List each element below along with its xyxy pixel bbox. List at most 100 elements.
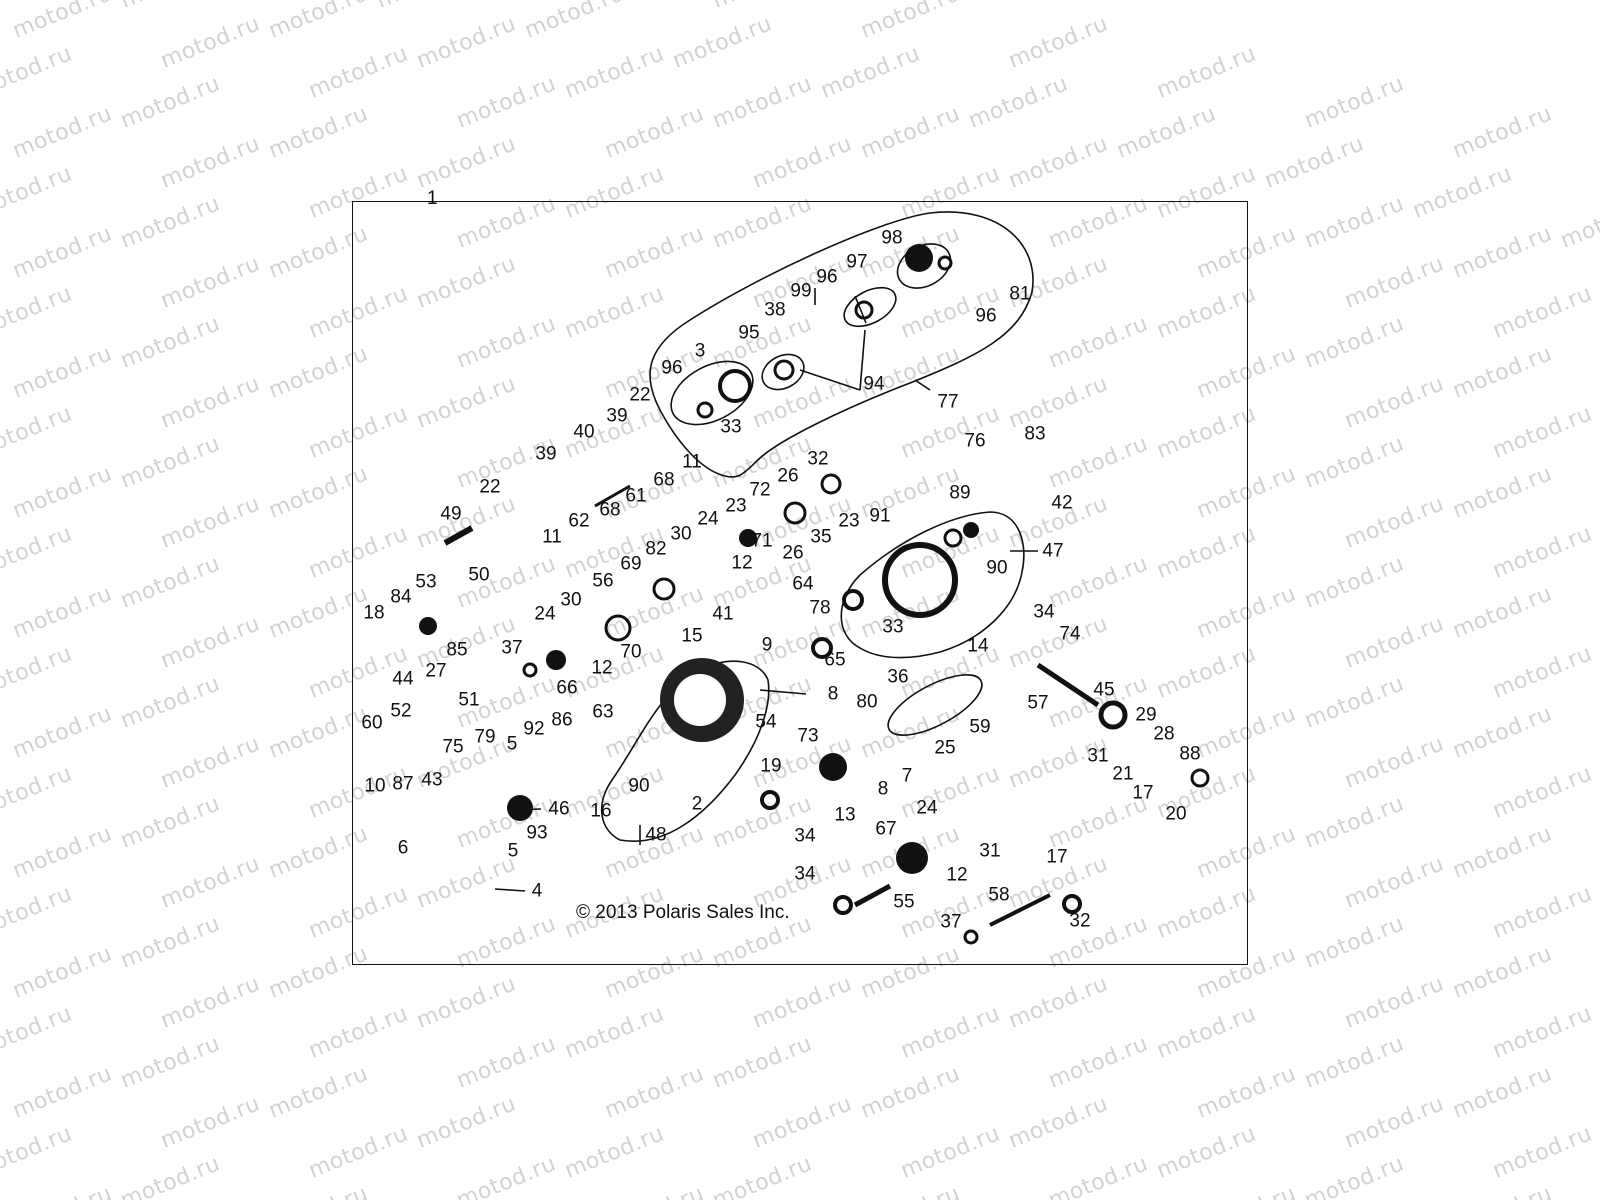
callout-label: 36 — [887, 666, 909, 688]
callout-label: 35 — [810, 526, 832, 548]
callout-label: 20 — [1165, 803, 1187, 825]
callout-label: 29 — [1135, 704, 1157, 726]
callout-label: 90 — [628, 775, 650, 797]
callout-label: 91 — [869, 505, 891, 527]
callout-label: 89 — [949, 482, 971, 504]
callout-label: 63 — [592, 701, 614, 723]
callout-label: 66 — [556, 677, 578, 699]
callout-label: 5 — [507, 840, 519, 862]
gear-icon — [905, 244, 933, 272]
callout-label: 22 — [479, 476, 501, 498]
callout-label: 11 — [542, 526, 562, 548]
callout-label: 97 — [846, 251, 868, 273]
callout-label: 59 — [969, 716, 991, 738]
callout-label: 16 — [590, 800, 612, 822]
assembly-outline-59 — [887, 674, 983, 736]
callout-label: 72 — [749, 479, 771, 501]
callout-label: 31 — [1087, 745, 1109, 767]
callout-label: 12 — [591, 657, 613, 679]
gear-icon — [819, 753, 847, 781]
callout-label: 28 — [1153, 723, 1175, 745]
callout-label: 73 — [797, 725, 819, 747]
callout-label: 24 — [916, 797, 938, 819]
callout-label: 71 — [751, 530, 773, 552]
callout-label: 26 — [777, 465, 799, 487]
callout-label: 32 — [807, 448, 829, 470]
callout-label: 27 — [425, 660, 447, 682]
callout-label: 30 — [670, 523, 692, 545]
callout-label: 96 — [661, 357, 683, 379]
callout-label: 64 — [792, 573, 814, 595]
callout-label: 42 — [1051, 492, 1073, 514]
callout-label: 21 — [1112, 763, 1134, 785]
callout-label: 34 — [794, 825, 816, 847]
callout-label: 98 — [881, 227, 903, 249]
callout-label: 94 — [863, 373, 885, 395]
callout-label: 14 — [967, 635, 989, 657]
callout-label: 26 — [782, 542, 804, 564]
callout-label: 18 — [363, 602, 385, 624]
callout-label: 53 — [415, 571, 437, 593]
callout-label: 6 — [397, 837, 409, 859]
callout-label: 82 — [645, 538, 667, 560]
assembly-outline-48 — [600, 660, 770, 842]
callout-label: 55 — [893, 891, 915, 913]
callout-label: 34 — [1033, 601, 1055, 623]
callout-label: 8 — [827, 683, 839, 705]
callout-label: 33 — [882, 616, 904, 638]
gear-icon — [896, 842, 928, 874]
callout-label: 92 — [523, 718, 545, 740]
callout-label: 81 — [1009, 283, 1031, 305]
callout-label: 96 — [816, 266, 838, 288]
callout-label: 57 — [1027, 692, 1049, 714]
callout-label: 75 — [442, 736, 464, 758]
callout-label: 17 — [1132, 782, 1154, 804]
callout-label: 3 — [694, 340, 706, 362]
callout-label: 79 — [474, 726, 496, 748]
copyright-notice: © 2013 Polaris Sales Inc. — [576, 902, 790, 923]
callout-label: 32 — [1069, 910, 1091, 932]
callout-label: 40 — [573, 421, 595, 443]
callout-label: 69 — [620, 553, 642, 575]
assembly-outline-47 — [840, 511, 1025, 659]
callout-label: 15 — [681, 625, 703, 647]
callout-label: 8 — [877, 778, 889, 800]
callout-label: 67 — [875, 818, 897, 840]
callout-label: 2 — [691, 793, 703, 815]
subgroup-outline-95 — [761, 353, 805, 391]
callout-label: 96 — [975, 305, 997, 327]
callout-label: 13 — [834, 804, 856, 826]
callout-label: 76 — [964, 430, 986, 452]
callout-label: 47 — [1042, 540, 1064, 562]
callout-label: 44 — [392, 668, 414, 690]
callout-label: 24 — [534, 603, 556, 625]
callout-label: 62 — [568, 510, 590, 532]
callout-label: 51 — [458, 689, 480, 711]
callout-label: 68 — [653, 469, 675, 491]
callout-label: 93 — [526, 822, 548, 844]
callout-label: 95 — [738, 322, 760, 344]
callout-label: 38 — [764, 299, 786, 321]
callout-label: 54 — [755, 711, 777, 733]
callout-label: 43 — [421, 769, 443, 791]
callout-label: 39 — [535, 443, 557, 465]
callout-label: 74 — [1059, 623, 1081, 645]
callout-label: 99 — [790, 280, 812, 302]
callout-label: 90 — [986, 557, 1008, 579]
callout-label: 52 — [390, 700, 412, 722]
callout-label: 37 — [501, 637, 523, 659]
callout-label: 7 — [901, 765, 913, 787]
callout-label: 33 — [720, 416, 742, 438]
callout-label: 83 — [1024, 423, 1046, 445]
callout-label: 30 — [560, 589, 582, 611]
callout-label: 86 — [551, 709, 573, 731]
callout-label: 61 — [625, 485, 647, 507]
callout-label: 84 — [390, 586, 412, 608]
callout-label: 58 — [988, 884, 1010, 906]
callout-label: 46 — [548, 798, 570, 820]
callout-label: 45 — [1093, 679, 1115, 701]
callout-label: 22 — [629, 384, 651, 406]
callout-label: 31 — [979, 840, 1001, 862]
callout-label: 24 — [697, 508, 719, 530]
